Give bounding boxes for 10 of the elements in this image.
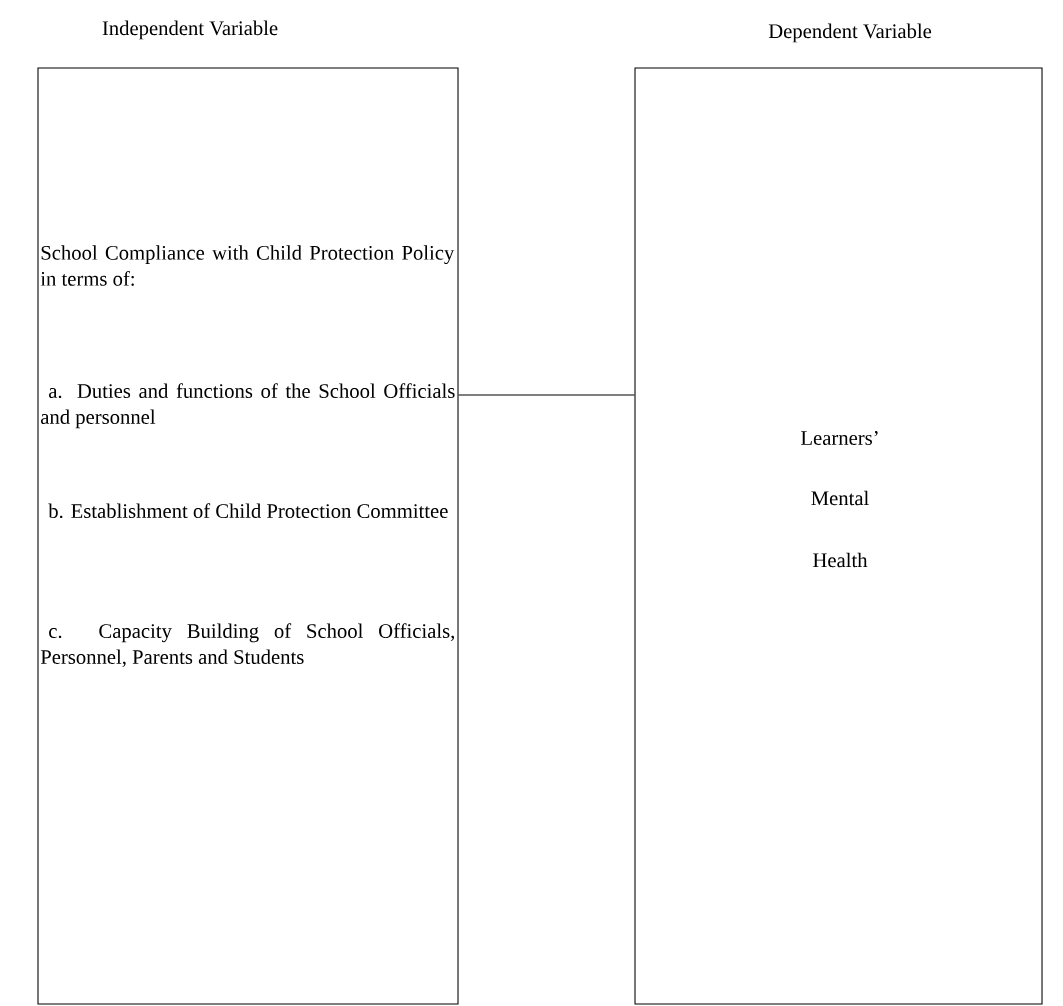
variable-name: Learners’ (801, 431, 878, 445)
list-item: c. Capacity Building of School Officials, Personnel, Parents and Students (40, 623, 454, 667)
list-item: b. Establishment of Child Protection Committee (48, 503, 448, 519)
heading: Independent Variable (102, 20, 278, 40)
heading: Dependent Variable (768, 23, 932, 43)
variable-name: Health (813, 552, 868, 568)
description: School Compliance with Child Protection Policy in terms of: (40, 245, 455, 286)
list-item: a. Duties and functions of the School Officials and personnel (41, 383, 455, 429)
variable-name: Mental (811, 490, 869, 506)
connector-line (458, 394, 635, 396)
